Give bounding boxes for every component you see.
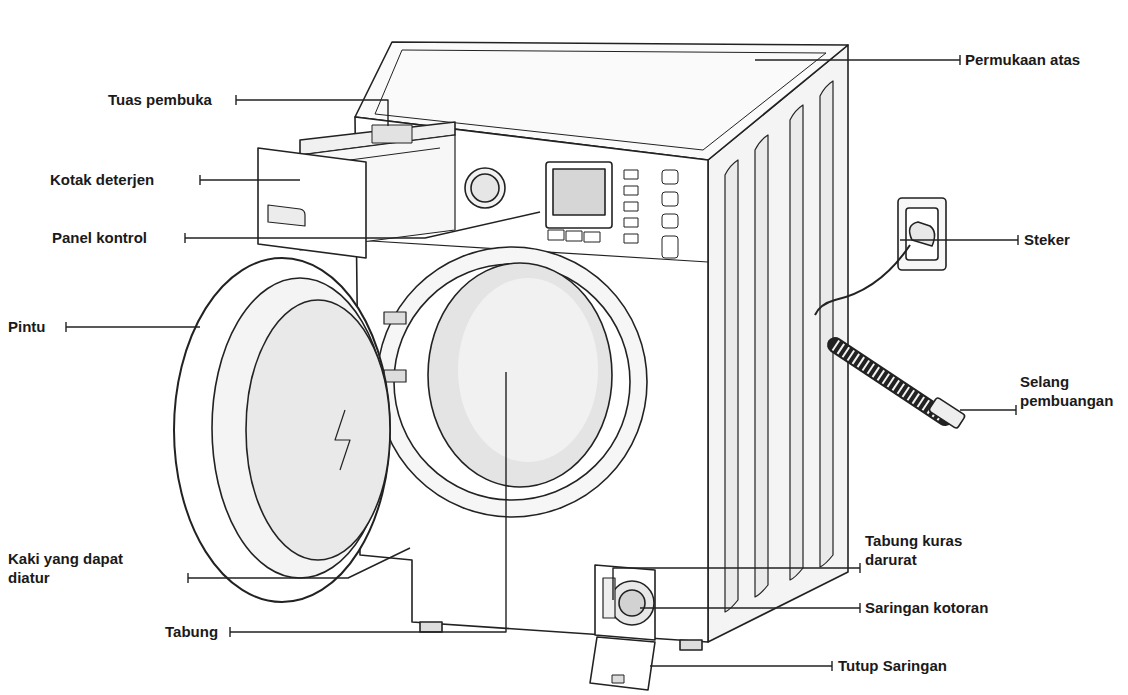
part-label: Permukaan atas <box>965 50 1115 69</box>
part-label: Steker <box>1024 230 1114 249</box>
part-label: Tabung kuras darurat <box>865 531 980 569</box>
part-label: Kaki yang dapat diatur <box>8 549 148 587</box>
part-label: Pintu <box>8 317 68 336</box>
part-label: Panel kontrol <box>52 228 187 247</box>
part-label: Saringan kotoran <box>865 598 1025 617</box>
part-label: Selang pembuangan <box>1020 372 1120 410</box>
part-label: Tabung <box>165 622 235 641</box>
part-label: Kotak deterjen <box>50 170 200 189</box>
part-label: Tuas pembuka <box>108 90 238 109</box>
part-label: Tutup Saringan <box>838 656 998 675</box>
